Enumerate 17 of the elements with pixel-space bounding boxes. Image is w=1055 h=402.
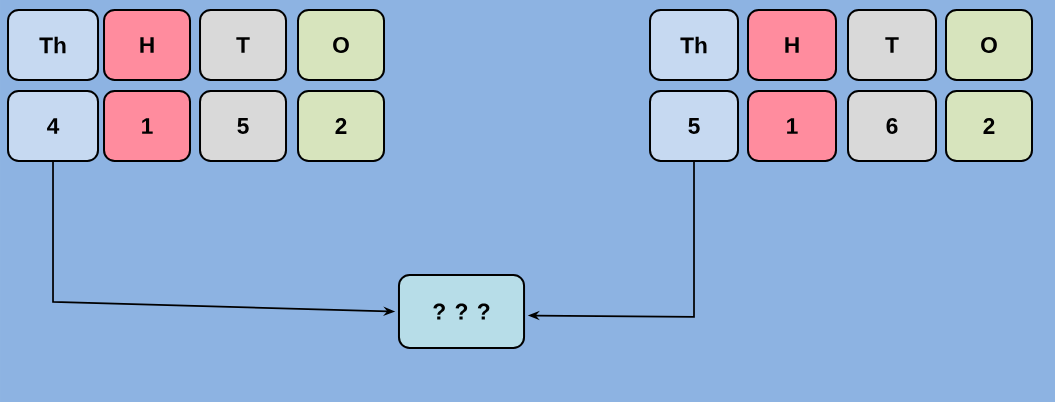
digit-tile: T	[199, 9, 287, 81]
digit-tile: 4	[7, 90, 99, 162]
digit-tile: O	[297, 9, 385, 81]
digit-tile: 1	[747, 90, 837, 162]
digit-tile: 2	[297, 90, 385, 162]
digit-tile: 1	[103, 90, 191, 162]
digit-tile: T	[847, 9, 937, 81]
answer-box: ? ? ?	[398, 273, 526, 350]
digit-tile: Th	[7, 9, 99, 81]
digit-tile: 5	[199, 90, 287, 162]
digit-tile: 2	[945, 90, 1033, 162]
digit-tile: 5	[649, 90, 739, 162]
digit-tile: H	[103, 9, 191, 81]
digit-tile: O	[945, 9, 1033, 81]
digit-tile: Th	[649, 9, 739, 81]
digit-tile: H	[747, 9, 837, 81]
digit-tile: 6	[847, 90, 937, 162]
